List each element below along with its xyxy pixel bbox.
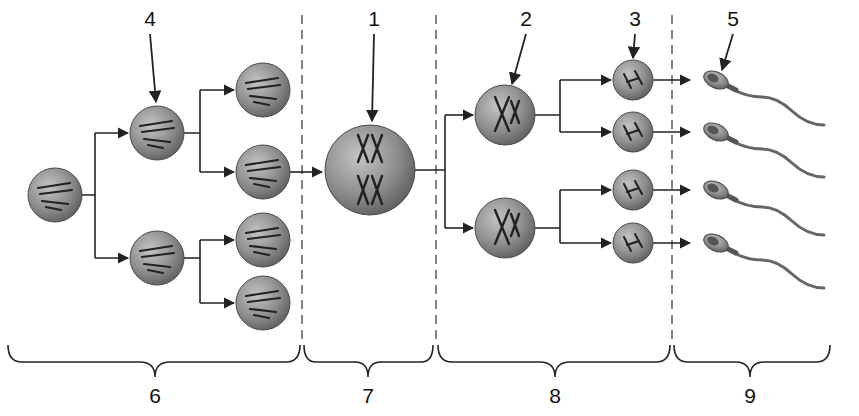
callout-number: 4 (144, 8, 156, 29)
callout-number: 6 (149, 385, 161, 406)
callout-number: 9 (744, 385, 756, 406)
callout-number: 3 (629, 8, 641, 29)
callout-number: 5 (727, 8, 739, 29)
callout-number: 1 (368, 8, 380, 29)
callout-number: 8 (549, 385, 561, 406)
callout-number: 2 (520, 8, 532, 29)
callout-number: 7 (362, 385, 374, 406)
